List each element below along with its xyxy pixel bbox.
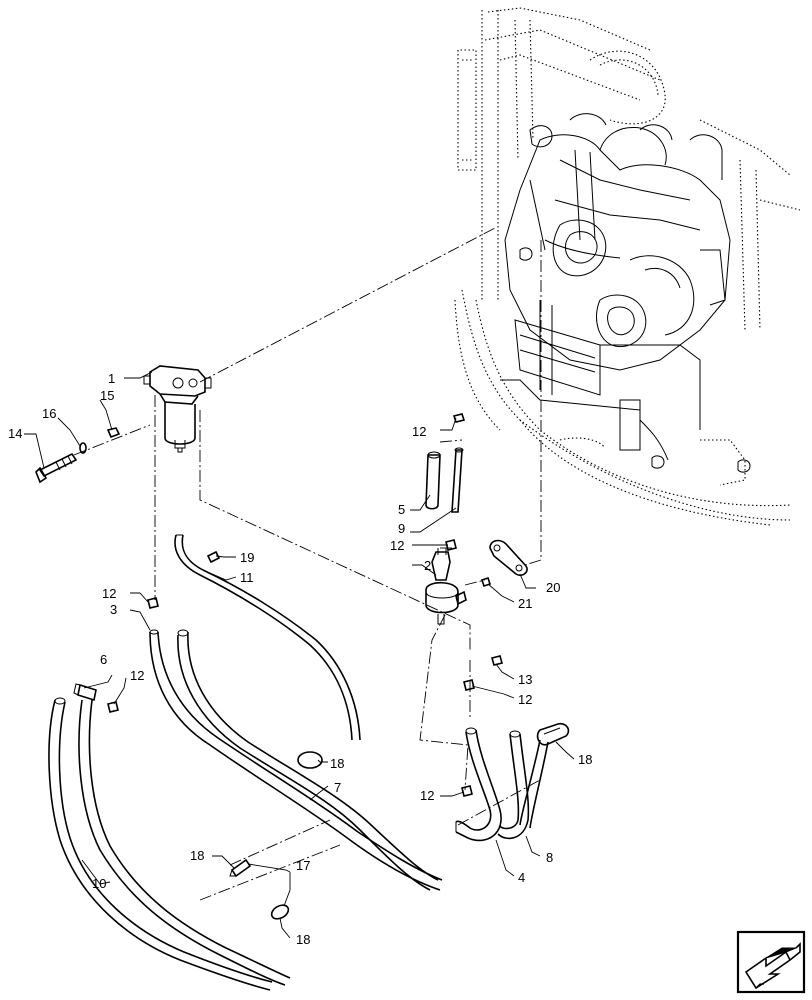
o-ring-18-right <box>536 722 570 746</box>
hose-5 <box>425 451 441 510</box>
callout-4: 4 <box>518 870 525 885</box>
callout-1: 1 <box>108 371 115 386</box>
callout-17: 17 <box>296 858 310 873</box>
o-ring-18 <box>297 751 323 769</box>
clamp-17-upper <box>229 858 252 878</box>
leader-lines <box>24 371 575 939</box>
hose-8 <box>497 730 549 840</box>
bolt <box>35 452 78 484</box>
nut <box>106 427 121 439</box>
callout-18-lower-clamp: 18 <box>296 932 310 947</box>
callout-7: 7 <box>334 780 341 795</box>
fuel-pump <box>425 548 467 625</box>
fuel-line-11 <box>174 534 361 741</box>
callout-12-near-3: 12 <box>102 586 116 601</box>
hose-7 <box>149 629 443 891</box>
callout-20: 20 <box>546 580 560 595</box>
clip-12-pump <box>445 539 457 551</box>
callout-21: 21 <box>518 596 532 611</box>
callout-10: 10 <box>92 876 106 891</box>
callout-5: 5 <box>398 502 405 517</box>
centerlines <box>73 227 542 901</box>
nut-13 <box>491 655 503 666</box>
callout-2: 2 <box>424 558 431 573</box>
callout-16: 16 <box>42 406 56 421</box>
callout-15: 15 <box>100 388 114 403</box>
next-page-arrow-icon[interactable] <box>736 930 806 994</box>
clip-12-low-right <box>461 785 473 797</box>
clip-12-near-6 <box>107 701 119 713</box>
callout-9: 9 <box>398 521 405 536</box>
callout-3: 3 <box>110 602 117 617</box>
callout-11: 11 <box>240 570 254 585</box>
washer <box>79 442 87 454</box>
callout-12-top: 12 <box>412 424 426 439</box>
callout-12-pump: 12 <box>390 538 404 553</box>
callout-18-upper-clamp: 18 <box>190 848 204 863</box>
callout-18-right: 18 <box>578 752 592 767</box>
callout-12-near-6: 12 <box>130 668 144 683</box>
engine-assembly <box>454 7 801 526</box>
hose-10 <box>48 697 291 991</box>
callout-8: 8 <box>546 850 553 865</box>
callout-labels: 1 2 3 4 5 6 7 8 9 10 11 12 12 12 12 12 1… <box>8 371 592 947</box>
hose-9 <box>451 447 464 513</box>
callout-13: 13 <box>518 672 532 687</box>
clip-19 <box>206 550 221 564</box>
callout-14: 14 <box>8 426 22 441</box>
clip-12-below-pump <box>463 679 475 691</box>
bolt-21 <box>480 576 492 588</box>
callout-6: 6 <box>100 652 107 667</box>
callout-19: 19 <box>240 550 254 565</box>
connector-6 <box>73 683 97 702</box>
callout-12-low-right: 12 <box>420 788 434 803</box>
hose-4 <box>455 727 502 842</box>
callout-18-ring: 18 <box>330 756 344 771</box>
clip-12-near-3 <box>147 597 159 609</box>
bracket-20 <box>489 539 528 577</box>
callout-12-below-pump: 12 <box>518 692 532 707</box>
clamp-17-lower <box>270 904 290 920</box>
fuel-filter <box>143 365 212 453</box>
